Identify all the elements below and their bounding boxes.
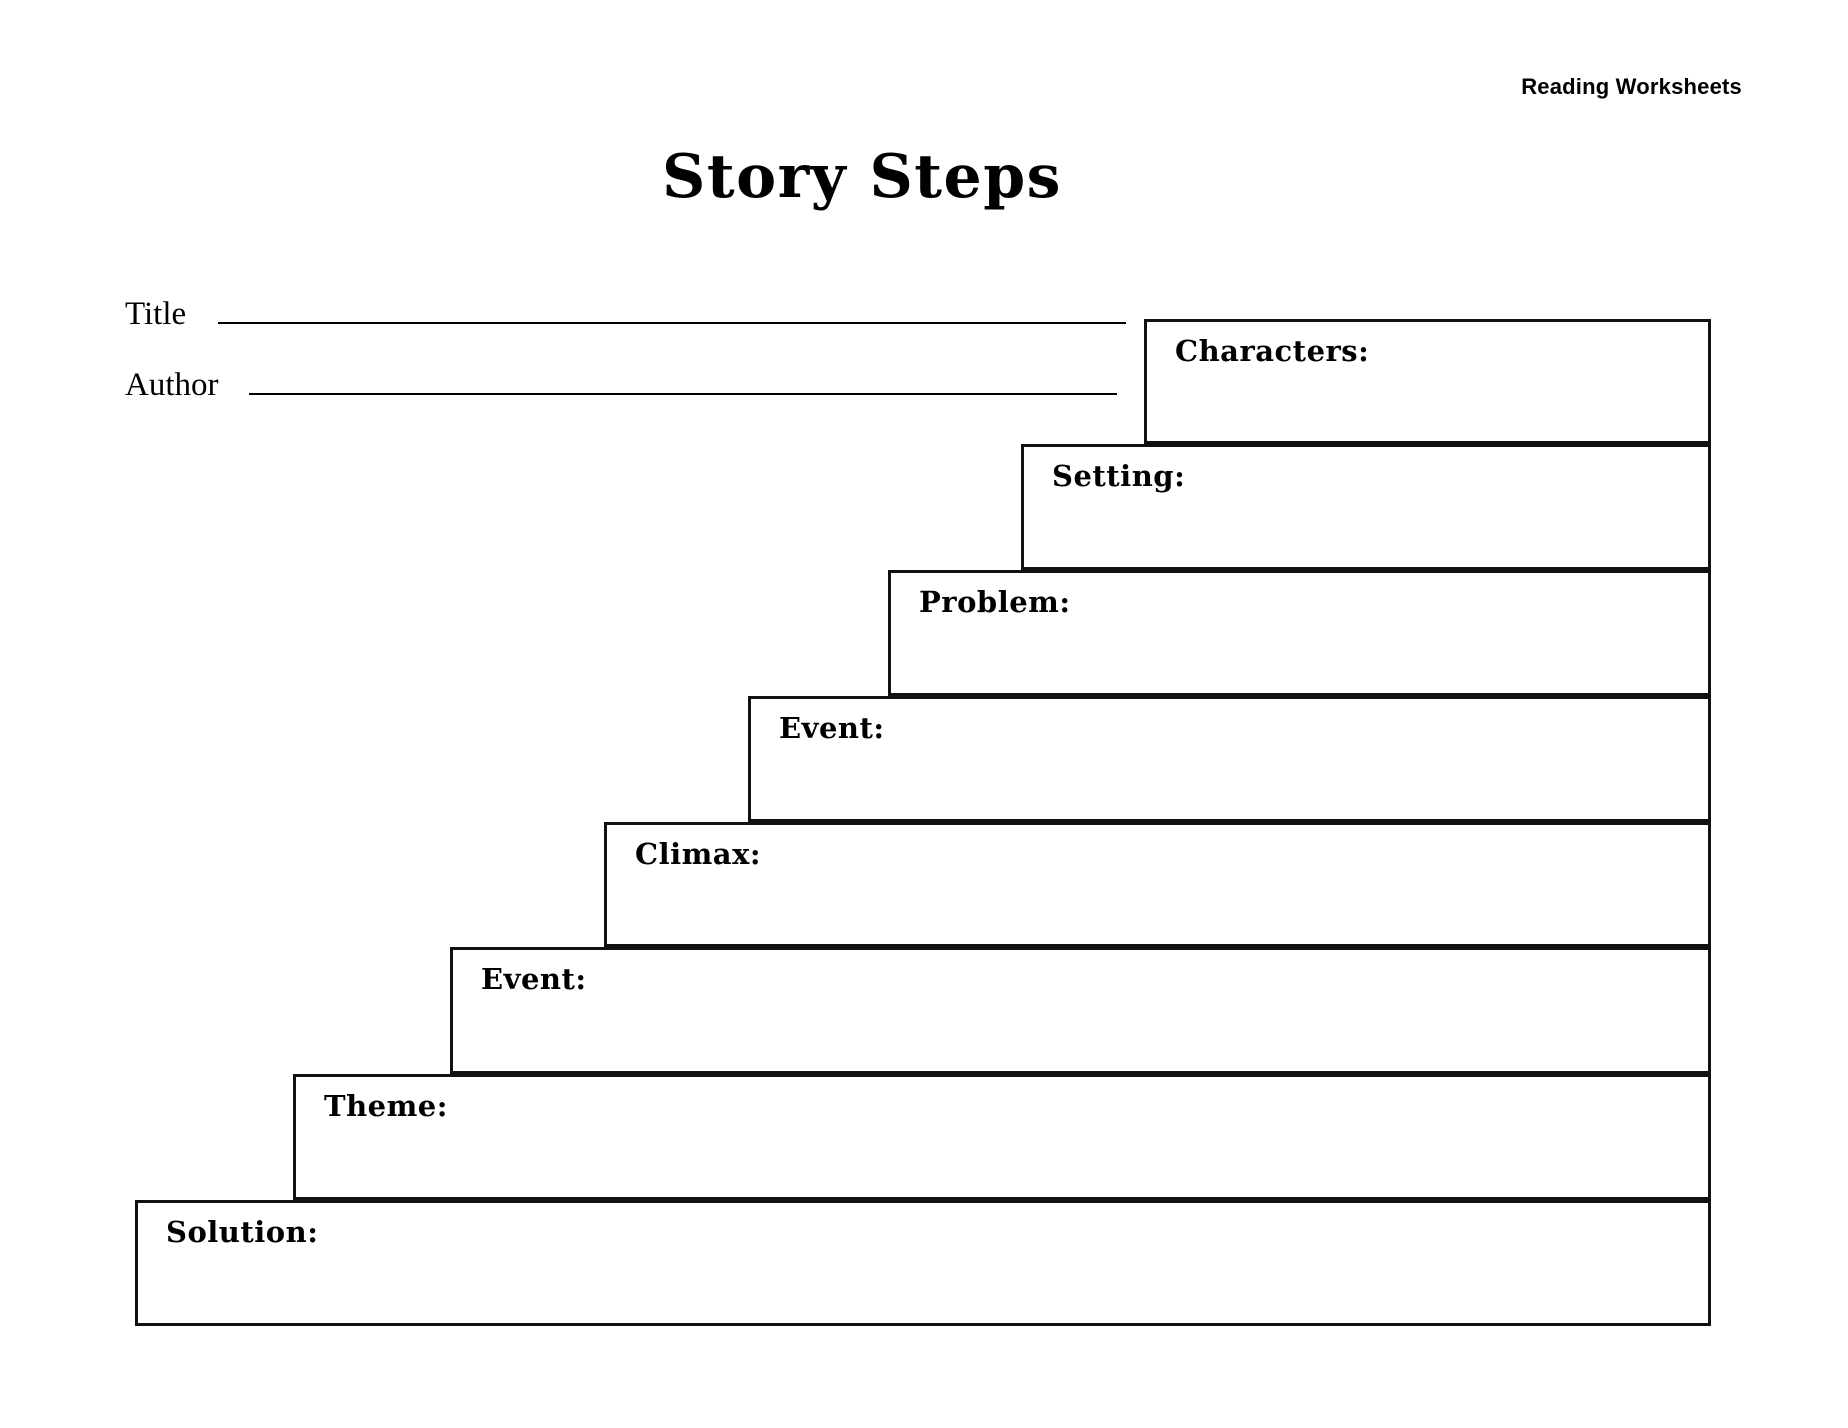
step-label-solution: Solution: — [166, 1215, 319, 1249]
step-label-setting: Setting: — [1052, 459, 1186, 493]
title-field-label: Title — [125, 296, 187, 332]
step-box-characters[interactable]: Characters: — [1144, 319, 1711, 444]
author-field-label: Author — [125, 367, 219, 403]
brand-label: Reading Worksheets — [1521, 74, 1742, 99]
title-field-row: Title — [125, 296, 1127, 333]
step-label-problem: Problem: — [919, 585, 1071, 619]
author-field-input[interactable] — [248, 393, 1117, 395]
step-box-theme[interactable]: Theme: — [293, 1074, 1711, 1200]
step-label-event-rising: Event: — [779, 711, 885, 745]
step-box-setting[interactable]: Setting: — [1021, 444, 1711, 570]
step-box-event-falling[interactable]: Event: — [450, 947, 1711, 1074]
title-field-input[interactable] — [218, 322, 1127, 324]
author-field-row: Author — [125, 367, 1117, 404]
step-label-theme: Theme: — [324, 1089, 448, 1123]
step-box-solution[interactable]: Solution: — [135, 1200, 1711, 1326]
page-title: Story Steps — [662, 142, 1062, 212]
step-label-characters: Characters: — [1175, 334, 1370, 368]
step-box-event-rising[interactable]: Event: — [748, 696, 1711, 822]
step-box-problem[interactable]: Problem: — [888, 570, 1711, 696]
step-box-climax[interactable]: Climax: — [604, 822, 1711, 947]
step-label-climax: Climax: — [635, 837, 762, 871]
step-label-event-falling: Event: — [481, 962, 587, 996]
